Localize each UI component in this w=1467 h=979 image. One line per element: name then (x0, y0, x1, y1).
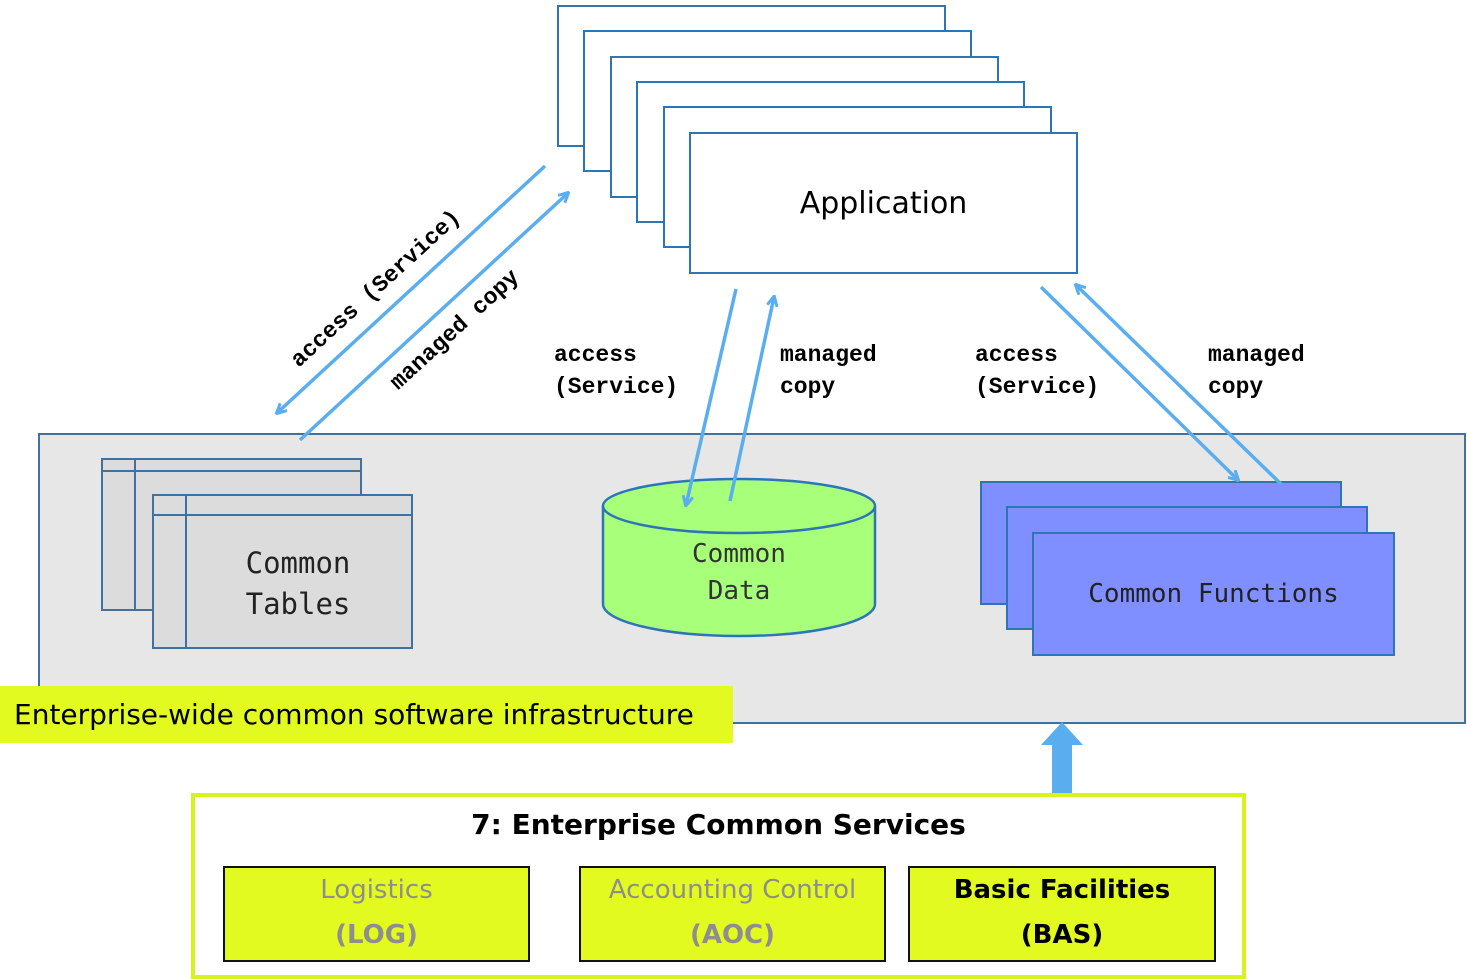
common-data-cylinder (601, 477, 877, 638)
common-tables-label-line1: Common (245, 546, 351, 580)
service-accounting-control-name: Accounting Control (608, 875, 857, 905)
label-right-managed-line1: managed (1208, 342, 1305, 368)
infrastructure-label: Enterprise-wide common software infrastr… (0, 686, 733, 743)
service-logistics: Logistics (LOG) (223, 866, 530, 962)
application-label: Application (799, 186, 968, 221)
common-data-label-line2: Data (707, 576, 771, 606)
arrow-left-managed-copy (298, 193, 568, 442)
common-tables-label-line2: Tables (245, 587, 351, 621)
common-functions-label: Common Functions (1088, 579, 1339, 609)
arrow-right-access (1039, 285, 1238, 480)
label-right-access-line2: (Service) (975, 374, 1100, 400)
arrow-mid-managed-copy (728, 297, 774, 502)
services-title: 7: Enterprise Common Services (471, 808, 966, 841)
common-tables-card: Common Tables (152, 494, 413, 649)
service-basic-facilities: Basic Facilities (BAS) (908, 866, 1216, 962)
label-mid-access-line2: (Service) (554, 374, 679, 400)
common-functions-card: Common Functions (1032, 532, 1395, 656)
label-right-access-line1: access (975, 342, 1058, 368)
service-logistics-abbr: (LOG) (335, 919, 418, 950)
service-accounting-control: Accounting Control (AOC) (579, 866, 886, 962)
arrow-left-access (277, 164, 547, 413)
arrow-basic-facilities-up (1041, 722, 1083, 862)
common-data-label-line1: Common (692, 539, 786, 569)
arrow-mid-access (686, 288, 738, 505)
label-mid-access-line1: access (554, 342, 637, 368)
service-basic-facilities-abbr: (BAS) (1020, 919, 1104, 950)
label-mid-managed-line1: managed (780, 342, 877, 368)
service-logistics-name: Logistics (320, 875, 433, 905)
service-basic-facilities-name: Basic Facilities (953, 875, 1171, 905)
arrow-right-managed-copy (1076, 285, 1283, 486)
label-mid-managed-line2: copy (780, 374, 836, 400)
service-accounting-control-abbr: (AOC) (689, 919, 776, 950)
label-right-managed-line2: copy (1208, 374, 1264, 400)
application-box: Application (689, 132, 1078, 274)
